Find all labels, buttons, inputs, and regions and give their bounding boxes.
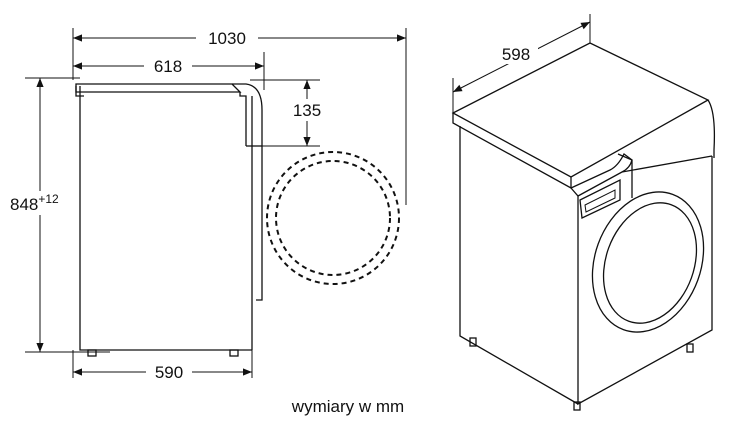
door-offset-label: 135 xyxy=(293,101,321,120)
control-panel-profile xyxy=(232,83,263,146)
body-depth-label: 618 xyxy=(154,57,182,76)
door-glass xyxy=(602,202,698,324)
height-value: 848 xyxy=(10,195,38,214)
width-label: 598 xyxy=(502,45,530,64)
door-side xyxy=(256,146,263,301)
height-label: 848+12 xyxy=(10,192,59,214)
display-window xyxy=(584,189,616,213)
side-view: 1030 618 135 848+12 590 xyxy=(4,27,407,383)
front-face xyxy=(577,156,713,406)
units-caption: wymiary w mm xyxy=(291,397,404,416)
iso-foot-right xyxy=(686,343,694,353)
front-foot xyxy=(229,349,239,357)
open-door-outer xyxy=(266,151,400,285)
left-side-panel xyxy=(459,126,579,405)
worktop-right-edge xyxy=(707,99,716,158)
isometric-view: 598 xyxy=(451,14,716,411)
overall-depth-label: 1030 xyxy=(208,29,246,48)
panel-inner-edge xyxy=(239,92,247,146)
base-depth-label: 590 xyxy=(155,363,183,382)
control-panel-bottom-line xyxy=(621,155,713,173)
height-tolerance: +12 xyxy=(38,192,59,206)
iso-foot-front xyxy=(573,401,581,411)
control-panel-side xyxy=(617,153,633,198)
rear-foot xyxy=(87,349,97,357)
display-panel xyxy=(579,178,621,219)
worktop-slab xyxy=(75,83,242,93)
open-door-inner xyxy=(275,160,391,276)
door-outer-ring xyxy=(591,191,705,333)
cabinet-side-outline xyxy=(79,86,252,351)
worktop-front-edge xyxy=(452,113,572,190)
iso-foot-left xyxy=(469,337,477,347)
worktop-top-face xyxy=(451,42,710,178)
